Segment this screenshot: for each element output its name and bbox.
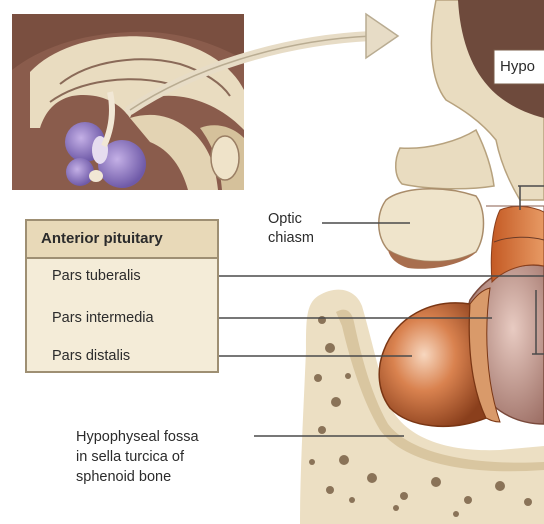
optic-chiasm-label-line1: Optic: [268, 210, 302, 228]
hypothalamus-label: Hypo: [500, 58, 535, 76]
anterior-pituitary-title: Anterior pituitary: [27, 221, 217, 259]
hypothalamus-region: [396, 0, 544, 200]
fossa-label-line3: sphenoid bone: [76, 468, 171, 486]
fossa-label-line1: Hypophyseal fossa: [76, 428, 199, 446]
brain-inset: [12, 14, 244, 190]
pars-intermedia-label: Pars intermedia: [52, 309, 154, 327]
optic-chiasm-shape: [379, 189, 484, 262]
pars-distalis-label: Pars distalis: [52, 347, 130, 365]
pars-tuberalis-label: Pars tuberalis: [52, 267, 141, 285]
zoom-arrowhead: [366, 14, 398, 58]
fossa-label-line2: in sella turcica of: [76, 448, 184, 466]
optic-chiasm-label-line2: chiasm: [268, 229, 314, 247]
